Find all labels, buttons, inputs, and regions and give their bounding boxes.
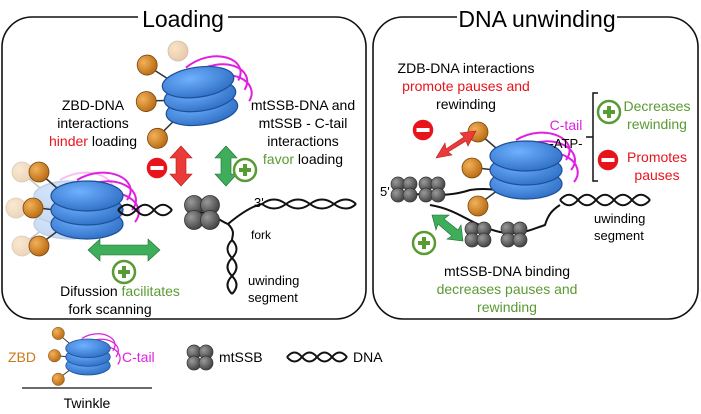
plus-circle-icon-ctail	[596, 99, 622, 125]
mtssb-unwinding-4	[500, 221, 528, 248]
loading-suffix-1: loading	[88, 133, 137, 149]
fork-scanning-label: fork scanning	[68, 301, 151, 317]
uwinding-label-unwinding: uwinding	[594, 211, 645, 226]
mtssb-interactions-label-4: favor loading	[263, 151, 343, 167]
promotes-label: Promotes	[627, 149, 687, 165]
double-arrow-icon-horizontal-green	[87, 238, 161, 262]
legend-mtssb-icon	[186, 344, 214, 371]
rewinding-label-green: rewinding	[627, 116, 687, 132]
zbd-interactions-label-1: ZBD-DNA	[62, 97, 125, 113]
zbd-interactions-label-2: interactions	[57, 115, 129, 131]
decreases-label: Decreases	[624, 98, 691, 114]
twinkle-hexamer-loading-top	[128, 40, 259, 152]
decreases-pauses-label: decreases pauses and	[437, 281, 578, 297]
five-prime-label: 5'	[380, 184, 390, 199]
mtssb-interactions-label-2: mtSSB - C-tail	[259, 115, 348, 131]
favor-label: favor	[263, 151, 294, 167]
double-arrow-icon-red-unwinding	[435, 130, 477, 159]
legend-dna-icon	[286, 351, 348, 363]
diffusion-label: Difussion facilitates	[60, 283, 180, 299]
mtssb-unwinding-3	[464, 221, 492, 248]
loading-panel-title: Loading	[142, 6, 224, 32]
minus-circle-icon-ctail	[596, 148, 620, 172]
double-arrow-icon-green-loading	[214, 145, 238, 187]
legend-twinkle-icon	[47, 326, 121, 387]
mtssb-unwinding-1	[390, 176, 418, 203]
rewinding-label-black: rewinding	[436, 96, 496, 112]
segment-label-unwinding: segment	[594, 228, 644, 243]
double-arrow-icon-green-unwinding	[431, 214, 464, 242]
mtssb-unwinding-2	[418, 176, 446, 203]
mtssb-interactions-label-1: mtSSB-DNA and	[251, 97, 355, 113]
zbd-interactions-label-3: hinder loading	[49, 133, 137, 149]
dna-duplex-loading	[117, 203, 173, 217]
rewinding-label-binding: rewinding	[477, 299, 537, 315]
mtssb-binding-label: mtSSB-DNA binding	[444, 263, 570, 279]
legend-ctail-label: C-tail	[122, 349, 155, 365]
effects-bracket	[586, 92, 598, 182]
fork-label: fork	[251, 228, 272, 242]
legend-zbd-label: ZBD	[8, 349, 36, 365]
unwinding-panel-title: DNA unwinding	[458, 6, 615, 32]
diffusion-word: Difussion	[60, 283, 121, 299]
twinkle-hexamer-loading-left	[22, 161, 140, 257]
plus-circle-icon-loading	[232, 157, 258, 183]
hinder-label: hinder	[49, 133, 88, 149]
plus-circle-icon-unwinding	[411, 230, 437, 256]
promote-pauses-label: promote pauses and	[402, 78, 530, 94]
minus-circle-icon-unwinding	[411, 118, 435, 142]
uwinding-label-loading: uwinding	[248, 273, 299, 288]
segment-label-loading: segment	[248, 290, 298, 305]
legend-mtssb-label: mtSSB	[219, 349, 263, 365]
mtssb-interactions-label-3: interactions	[267, 133, 339, 149]
plus-circle-icon-diffusion	[111, 259, 137, 285]
zdb-interactions-label: ZDB-DNA interactions	[398, 60, 535, 76]
loading-suffix-2: loading	[294, 151, 343, 167]
minus-circle-icon-loading	[145, 156, 169, 180]
legend-twinkle-label: Twinkle	[64, 395, 111, 411]
legend-dna-label: DNA	[353, 349, 383, 365]
atp-label: -ATP-	[550, 136, 583, 151]
dna-fork-loading	[199, 198, 357, 295]
legend: ZBD C-tail Twinkle mtSSB DNA	[8, 326, 383, 411]
three-prime-label: 3'	[254, 195, 264, 210]
ctail-label-unwinding: C-tail	[550, 117, 583, 133]
pauses-label-red: pauses	[634, 167, 679, 183]
double-arrow-icon-red-loading	[169, 145, 193, 187]
facilitates-label: facilitates	[122, 283, 180, 299]
